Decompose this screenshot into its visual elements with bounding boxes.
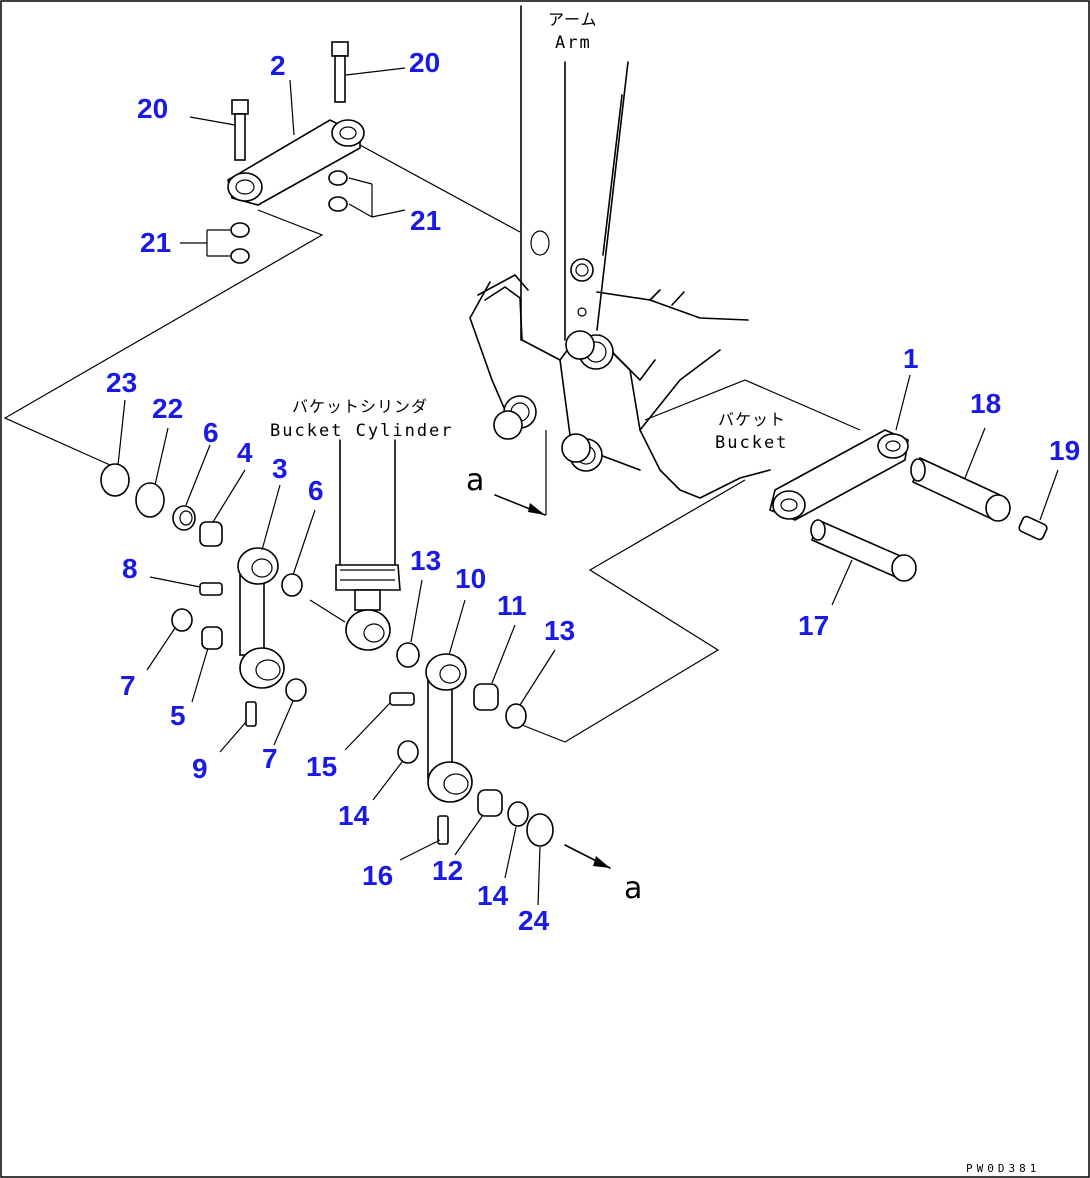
callout-16: 16 (362, 860, 393, 891)
callout-14-a: 14 (338, 800, 370, 831)
part-19-fitting (1018, 515, 1048, 541)
callout-14-b: 14 (477, 880, 509, 911)
callout-2: 2 (270, 50, 286, 81)
callout-21-a: 21 (140, 227, 171, 258)
callout-1: 1 (903, 343, 919, 374)
callout-20-b: 20 (409, 47, 440, 78)
arm-structure (469, 5, 861, 499)
callout-5: 5 (170, 700, 186, 731)
leader-lines (117, 67, 1059, 906)
cylinder-label-jp: バケットシリンダ (292, 397, 428, 416)
callout-7-b: 7 (262, 743, 278, 774)
view-ref-a-top: a (466, 463, 484, 498)
callout-21-b: 21 (410, 205, 441, 236)
washers-and-bushings-right (389, 642, 554, 847)
part-20-bolts (231, 41, 349, 161)
callout-10: 10 (455, 563, 486, 594)
callout-17: 17 (798, 610, 829, 641)
view-ref-a-bottom: a (624, 871, 642, 906)
part-2-link (227, 119, 365, 206)
arm-label-jp: アーム (548, 10, 598, 29)
view-reference-arrows (494, 430, 611, 869)
part-18-pin (910, 456, 1011, 522)
callout-23: 23 (106, 367, 137, 398)
callout-6-a: 6 (203, 417, 219, 448)
callout-22: 22 (152, 393, 183, 424)
callout-4: 4 (237, 437, 253, 468)
callout-19: 19 (1049, 435, 1080, 466)
callout-9: 9 (192, 753, 208, 784)
callout-20-a: 20 (137, 93, 168, 124)
washers-and-bushings-left (100, 463, 307, 727)
callout-15: 15 (306, 751, 337, 782)
callout-7-a: 7 (120, 670, 136, 701)
callout-24: 24 (518, 905, 550, 936)
callout-11: 11 (497, 590, 527, 621)
callout-12: 12 (432, 855, 463, 886)
part-1-link (769, 429, 909, 521)
callout-8: 8 (122, 553, 138, 584)
part-17-pin (810, 518, 917, 582)
callout-6-b: 6 (308, 475, 324, 506)
bucket-cylinder (309, 439, 401, 651)
bucket-label-jp: バケット (718, 410, 786, 429)
callout-13-b: 13 (544, 615, 575, 646)
drawing-code: PW0D381 (966, 1162, 1040, 1175)
part-10-link (425, 653, 473, 803)
arm-label-en: Arm (555, 33, 592, 53)
callout-13-a: 13 (410, 545, 441, 576)
bucket-label-en: Bucket (715, 433, 788, 453)
callout-3: 3 (272, 453, 288, 484)
part-3-link (237, 547, 285, 689)
cylinder-label-en: Bucket Cylinder (270, 421, 454, 441)
callout-18: 18 (970, 388, 1001, 419)
part-21-nuts (230, 170, 348, 264)
